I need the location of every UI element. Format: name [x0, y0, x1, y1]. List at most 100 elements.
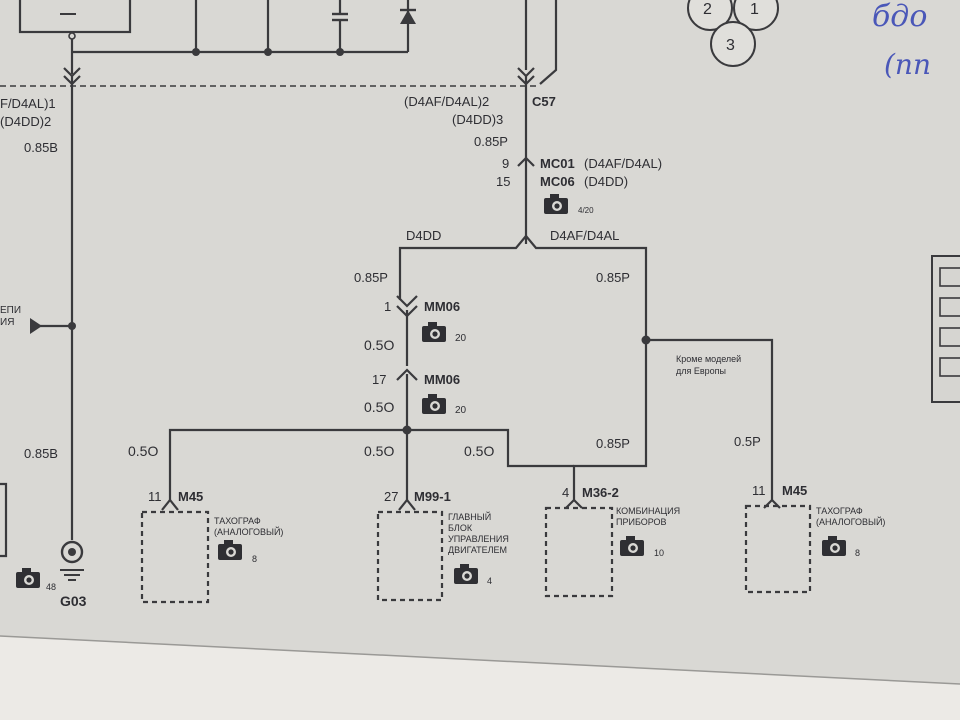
paper-sheet	[0, 0, 960, 684]
component-name-m45-right-2: (АНАЛОГОВЫЙ)	[816, 516, 885, 527]
page-ref-mm06-bottom: 20	[455, 405, 467, 416]
connector-id-m45-left: M45	[178, 489, 203, 504]
wire-0-85p-to-m36	[572, 340, 648, 500]
wire-spec-0-85p-m36: 0.85P	[596, 436, 630, 451]
wire-spec-0-5o-low: 0.5O	[364, 399, 394, 415]
top-component-box	[18, 0, 132, 34]
wire-spec-0-5p: 0.5P	[734, 434, 761, 449]
camera-icon	[454, 564, 478, 584]
camera-icon	[422, 394, 446, 414]
legend-cell	[939, 327, 960, 347]
wire-d4af-branch	[525, 235, 648, 340]
wire-d4dd-branch	[398, 235, 527, 300]
pin-mc01: 9	[502, 156, 509, 171]
legend-cell	[939, 357, 960, 377]
pin-m45-right: 11	[752, 483, 766, 498]
wire-spec-0-85b-top: 0.85B	[24, 140, 58, 155]
page-ref-m99: 4	[487, 576, 492, 586]
component-box-m99	[376, 510, 444, 602]
ground-id-g03: G03	[60, 593, 87, 609]
camera-icon	[16, 568, 40, 588]
component-name-m99-1: ГЛАВНЫЙ	[448, 511, 491, 522]
label-left-d4dd: (D4DD)2	[0, 114, 51, 129]
branch-label-d4dd: D4DD	[406, 228, 441, 243]
pin-mm06-bottom: 17	[372, 372, 386, 387]
pin-mc06: 15	[496, 174, 510, 189]
camera-icon	[218, 540, 242, 560]
ground-center	[68, 548, 76, 556]
camera-icon	[620, 536, 644, 556]
camera-icons	[16, 194, 846, 588]
pin-circle-1	[733, 0, 779, 31]
terminal-open	[68, 32, 76, 40]
page-ref-m45-left: 8	[252, 554, 257, 564]
wire-spec-0-85p-right: 0.85P	[596, 270, 630, 285]
connector-id-mc01: MC01	[540, 156, 575, 171]
connector-mc01-arrow	[517, 156, 535, 167]
connector-id-mm06-bottom: MM06	[424, 372, 460, 387]
page-edge	[0, 636, 960, 720]
component-name-m45-left-1: ТАХОГРАФ	[214, 516, 261, 526]
pin-number-2: 2	[703, 1, 712, 18]
wire-spec-0-5o-m99: 0.5O	[364, 443, 394, 459]
label-c57-variant-2: (D4DD)3	[452, 112, 503, 127]
wire-0-5o-bus	[168, 428, 574, 500]
component-name-m99-2: БЛОК	[448, 523, 473, 533]
connector-m36-arrow	[565, 498, 583, 509]
wire-0-5p-to-m45	[646, 338, 774, 500]
wire-spec-0-85b-bottom: 0.85B	[24, 446, 58, 461]
connector-id-m99: M99-1	[414, 489, 451, 504]
handwritten-note-1: бдо	[872, 0, 927, 34]
left-edge-fragment	[0, 482, 8, 558]
label-left-d4af: F/D4AL)1	[0, 96, 56, 111]
pin-number-3: 3	[726, 37, 735, 54]
component-name-m99-3: УПРАВЛЕНИЯ	[448, 534, 509, 544]
connector-m99-arrow	[398, 498, 416, 511]
camera-icon	[822, 536, 846, 556]
component-name-m36-2: ПРИБОРОВ	[616, 517, 667, 527]
connector-id-c57: C57	[532, 94, 556, 109]
wire-spec-0-5o-right: 0.5O	[464, 443, 494, 459]
page-ref-g03: 48	[46, 582, 56, 592]
paper-edge-line	[0, 635, 960, 685]
wire-spec-0-5o-m45: 0.5O	[128, 443, 158, 459]
wire-spec-0-85p-top: 0.85P	[474, 134, 508, 149]
connector-m45-left-arrow	[161, 498, 179, 511]
pin-circle-2	[687, 0, 733, 31]
label-left-cut-2: ИЯ	[0, 317, 14, 328]
pin-circle-3	[710, 21, 756, 67]
handwritten-note-2: (пп	[884, 48, 931, 81]
legend-fragment	[931, 255, 960, 403]
page-ref-m45-right: 8	[855, 548, 860, 558]
label-mc01-variant: (D4AF/D4AL)	[584, 156, 662, 171]
pin-m45-left: 11	[148, 489, 162, 504]
wire-right-box-edge	[539, 0, 558, 85]
legend-cell	[939, 267, 960, 287]
diode-symbol	[400, 10, 416, 24]
pin-mm06-top: 1	[384, 299, 391, 314]
branch-label-d4af: D4AF/D4AL	[550, 228, 619, 243]
pin-m36: 4	[562, 485, 569, 500]
wire-spec-0-85p-left: 0.85P	[354, 270, 388, 285]
page-ref-mm06-top: 20	[455, 333, 467, 344]
connector-mm06-arrow	[396, 368, 418, 381]
component-box-m45-left	[140, 510, 210, 604]
label-c57-variant-1: (D4AF/D4AL)2	[404, 94, 489, 109]
note-except-europe-2: для Европы	[676, 366, 726, 376]
note-except-europe-1: Кроме моделей	[676, 354, 741, 364]
connector-id-mm06-top: MM06	[424, 299, 460, 314]
pin-m99: 27	[384, 489, 398, 504]
connector-arrowhead	[30, 318, 42, 334]
legend-cell	[939, 297, 960, 317]
component-name-m36-1: КОМБИНАЦИЯ	[616, 506, 680, 516]
page-ref-mc01: 4/20	[578, 206, 594, 215]
component-name-m99-4: ДВИГАТЕЛЕМ	[448, 545, 507, 555]
connector-mm06-arrow	[396, 295, 418, 308]
component-name-m45-left-2: (АНАЛОГОВЫЙ)	[214, 526, 283, 537]
label-left-cut-1: ЕПИ	[0, 305, 21, 316]
connector-id-m36: M36-2	[582, 485, 619, 500]
camera-icon	[422, 322, 446, 342]
component-box-m45-right	[744, 504, 812, 594]
connector-id-mc06: MC06	[540, 174, 575, 189]
